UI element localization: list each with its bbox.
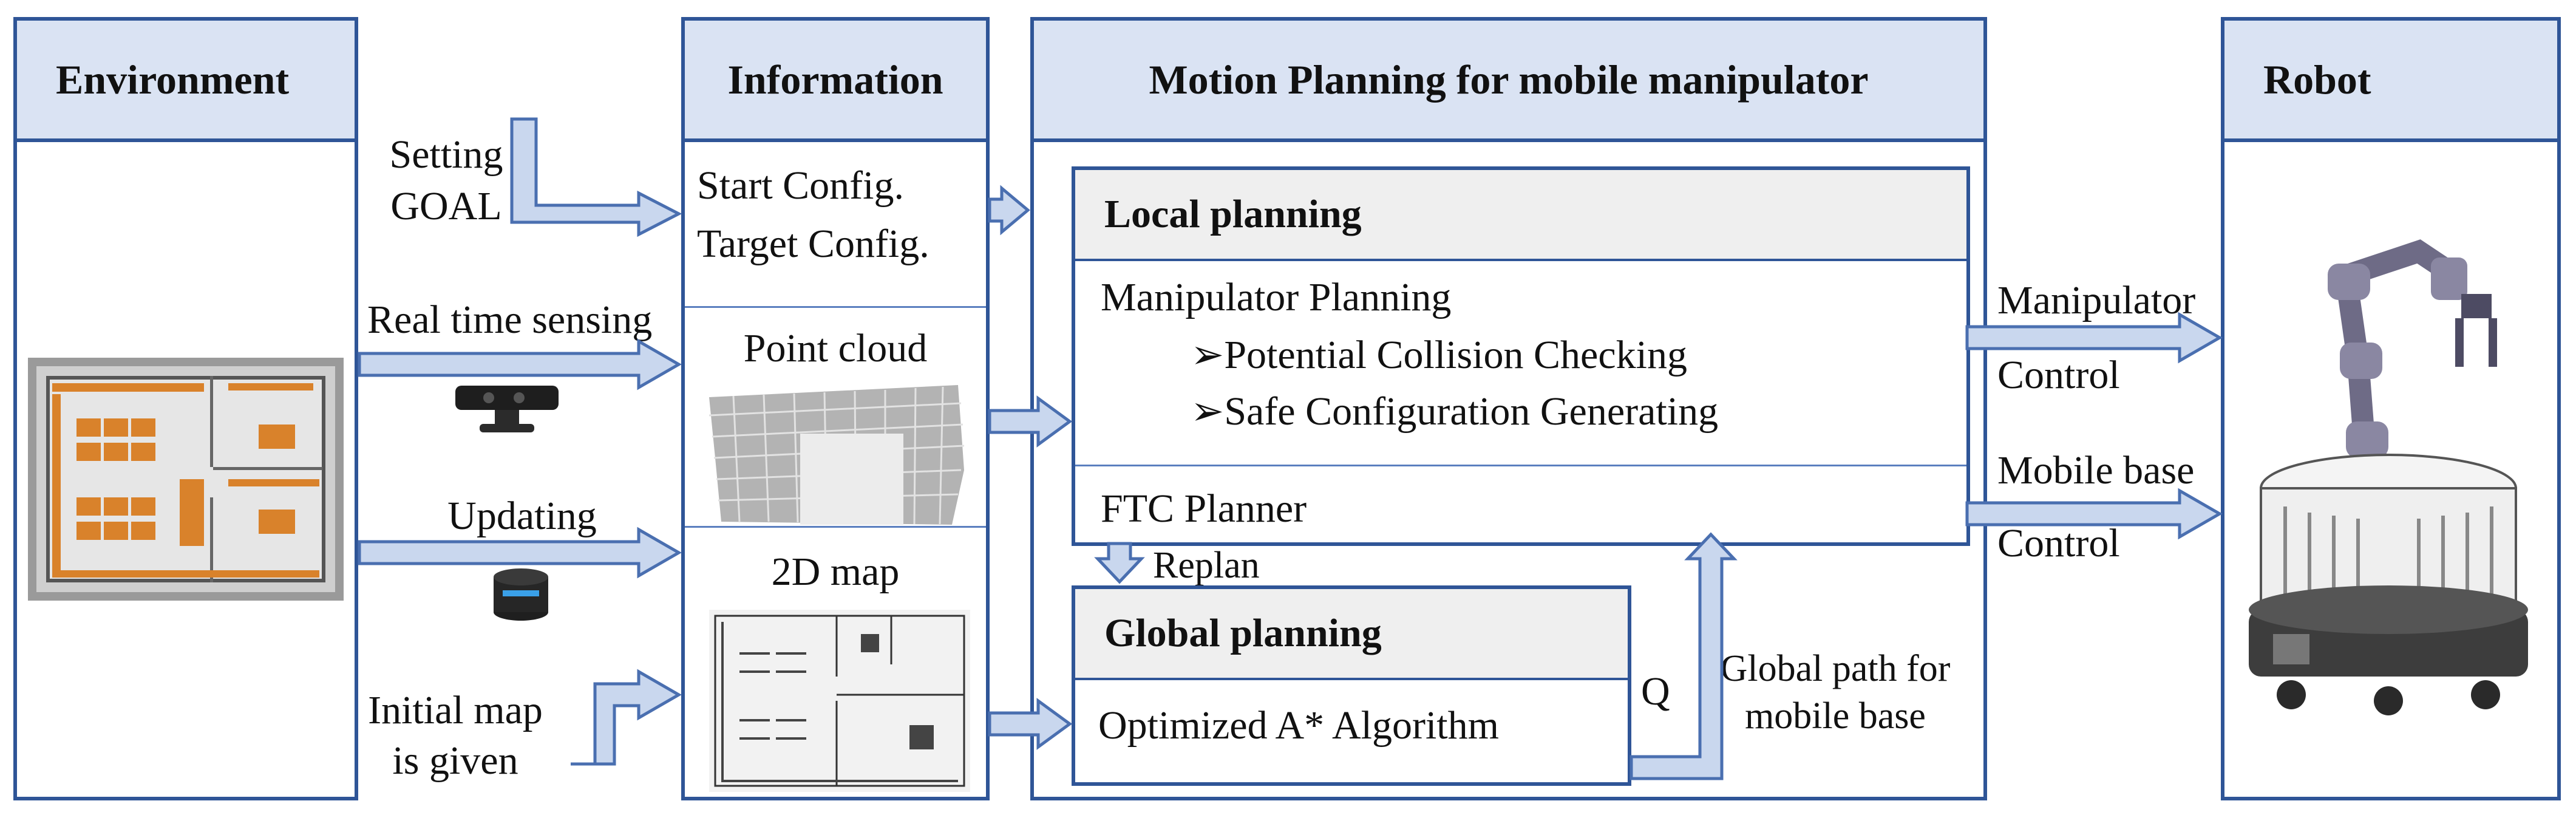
point-cloud-image bbox=[709, 385, 964, 525]
start-config-text: Start Config. bbox=[697, 163, 904, 208]
global-path-line1: Global path for bbox=[1720, 648, 1951, 689]
setting-goal-line1: Setting bbox=[389, 132, 503, 177]
global-planning-title: Global planning bbox=[1104, 611, 1382, 655]
pointcloud-to-local-arrow bbox=[988, 395, 1073, 448]
target-config-text: Target Config. bbox=[697, 222, 929, 266]
manipulator-planning-text: Manipulator Planning bbox=[1101, 275, 1452, 319]
map2d-image bbox=[709, 610, 970, 792]
map2d-label: 2D map bbox=[771, 550, 900, 594]
initial-map-line1: Initial map bbox=[368, 688, 543, 732]
mobile-base-control-line2: Control bbox=[1997, 521, 2120, 565]
safe-configuration-bullet: ➢Safe Configuration Generating bbox=[1191, 387, 1718, 435]
sensing-arrow bbox=[358, 338, 682, 390]
global-planning-header: Global planning bbox=[1075, 589, 1628, 680]
bullet-arrow-icon: ➢ bbox=[1191, 389, 1225, 434]
setting-goal-line2: GOAL bbox=[390, 184, 502, 228]
robot-title: Robot bbox=[2263, 56, 2371, 103]
optimized-astar-text: Optimized A* Algorithm bbox=[1098, 703, 1499, 748]
motion-planning-column: Motion Planning for mobile manipulator L… bbox=[1030, 17, 1987, 800]
local-planning-box: Local planning Manipulator Planning ➢Pot… bbox=[1072, 166, 1970, 546]
q-label: Q bbox=[1641, 669, 1670, 714]
bullet-arrow-icon: ➢ bbox=[1191, 333, 1225, 377]
global-path-line2: mobile base bbox=[1745, 695, 1926, 737]
environment-column: Environment bbox=[13, 17, 358, 800]
robot-image bbox=[2249, 239, 2528, 715]
manipulator-control-arrow bbox=[1965, 312, 2223, 364]
local-planning-header: Local planning bbox=[1075, 170, 1966, 261]
robot-column: Robot bbox=[2221, 17, 2561, 800]
config-to-motion-arrow bbox=[988, 185, 1030, 236]
information-column: Information Start Config. Target Config.… bbox=[681, 17, 990, 800]
info-divider-1 bbox=[685, 306, 986, 308]
information-title: Information bbox=[727, 56, 943, 103]
mobile-base-control-arrow bbox=[1965, 488, 2223, 540]
environment-floorplan-image bbox=[28, 358, 344, 601]
environment-header: Environment bbox=[17, 21, 355, 142]
initial-map-line2: is given bbox=[392, 738, 518, 783]
safe-configuration-text: Safe Configuration Generating bbox=[1224, 389, 1719, 434]
mobile-base-control-line1: Mobile base bbox=[1997, 448, 2195, 493]
updating-label: Updating bbox=[447, 494, 597, 538]
q-feedback-arrow bbox=[1630, 532, 1738, 780]
real-time-sensing-label: Real time sensing bbox=[367, 298, 653, 342]
motion-planning-title: Motion Planning for mobile manipulator bbox=[1149, 56, 1869, 103]
manipulator-control-line2: Control bbox=[1997, 353, 2120, 397]
updating-arrow bbox=[358, 527, 682, 579]
lidar-icon bbox=[494, 568, 548, 621]
motion-planning-header: Motion Planning for mobile manipulator bbox=[1034, 21, 1983, 142]
info-divider-2 bbox=[685, 526, 986, 528]
global-planning-box: Global planning Optimized A* Algorithm bbox=[1072, 585, 1631, 786]
initial-map-arrow bbox=[571, 669, 682, 766]
map-to-global-arrow bbox=[988, 698, 1073, 750]
ftc-planner-text: FTC Planner bbox=[1101, 486, 1307, 531]
point-cloud-label: Point cloud bbox=[743, 326, 928, 370]
local-planning-title: Local planning bbox=[1104, 192, 1362, 236]
local-planning-divider bbox=[1075, 465, 1966, 466]
replan-label: Replan bbox=[1153, 545, 1260, 586]
robot-header: Robot bbox=[2224, 21, 2557, 142]
replan-arrow bbox=[1094, 542, 1145, 584]
information-header: Information bbox=[685, 21, 986, 142]
collision-checking-text: Potential Collision Checking bbox=[1224, 333, 1687, 377]
setting-goal-arrow bbox=[510, 117, 682, 237]
environment-title: Environment bbox=[56, 56, 290, 103]
collision-checking-bullet: ➢Potential Collision Checking bbox=[1191, 331, 1687, 379]
manipulator-control-line1: Manipulator bbox=[1997, 278, 2196, 322]
depth-camera-icon bbox=[455, 386, 559, 432]
